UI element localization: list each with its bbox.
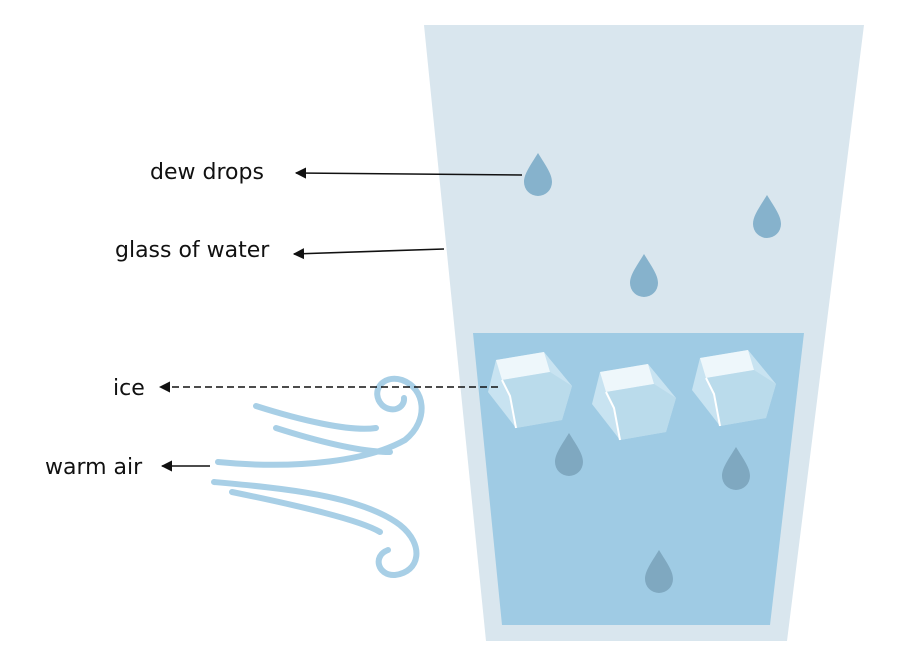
ice-cube-icon bbox=[592, 364, 676, 441]
wind-swirl-icon bbox=[211, 375, 425, 578]
glass-of-water-arrow bbox=[292, 248, 445, 260]
dew-drop-icon bbox=[722, 447, 750, 490]
dew-drops bbox=[524, 153, 781, 297]
annotation-arrows bbox=[158, 167, 523, 472]
dew-drop-icon bbox=[555, 433, 583, 476]
dew-drop-icon bbox=[753, 195, 781, 238]
dew-drops-arrow bbox=[294, 167, 523, 179]
ice-cube-icon bbox=[488, 352, 572, 429]
label-ice: ice bbox=[113, 376, 145, 401]
dew-drop-icon bbox=[630, 254, 658, 297]
label-dew-drops: dew drops bbox=[150, 160, 264, 185]
label-warm-air: warm air bbox=[45, 455, 143, 480]
label-glass-of-water: glass of water bbox=[115, 238, 270, 263]
dew-drop-icon bbox=[524, 153, 552, 196]
ice-cube-icon bbox=[692, 350, 776, 427]
ice-cubes bbox=[488, 350, 776, 441]
dew-drop-icon bbox=[645, 550, 673, 593]
water-drops bbox=[555, 433, 750, 593]
